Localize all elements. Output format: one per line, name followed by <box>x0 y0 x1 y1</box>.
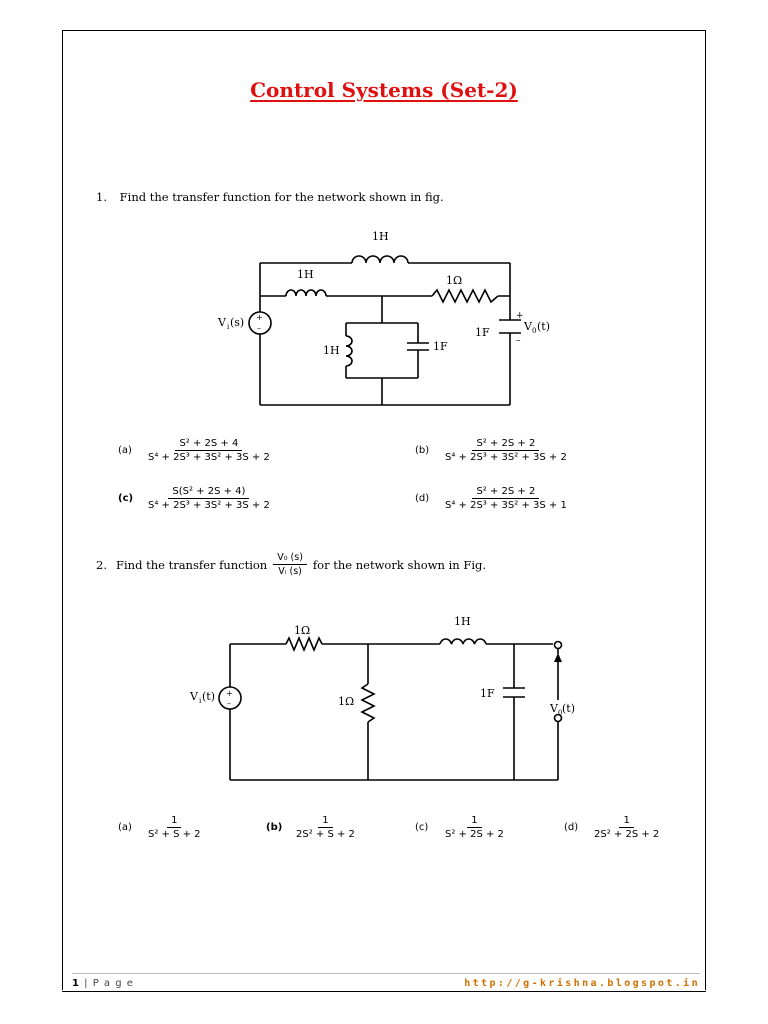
question-1-text: Find the transfer function for the netwo… <box>119 190 444 204</box>
page-number: 1 | P a g e <box>72 978 134 989</box>
page-title: Control Systems (Set-2) <box>250 78 518 102</box>
blog-url[interactable]: http://g-krishna.blogspot.in <box>464 978 700 989</box>
bottom-rule <box>62 991 706 992</box>
q1-option-c[interactable]: (c) S(S² + 2S + 4)S⁴ + 2S³ + 3S² + 3S + … <box>118 486 270 511</box>
page-border <box>62 30 706 990</box>
question-2: 2. Find the transfer function V₀ (s)Vᵢ (… <box>96 552 487 577</box>
page-footer: 1 | P a g e http://g-krishna.blogspot.in <box>72 973 700 992</box>
question-1: 1. Find the transfer function for the ne… <box>96 190 444 204</box>
